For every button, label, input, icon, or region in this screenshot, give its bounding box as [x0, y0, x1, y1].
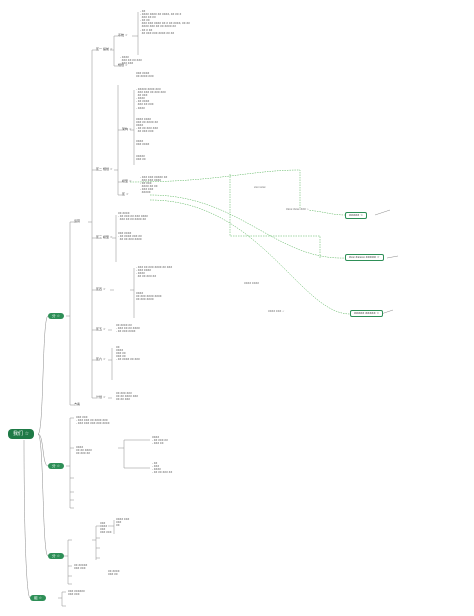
note-text: XX XXXXX XXX XXX	[74, 564, 88, 571]
topic-node[interactable]: 区四 ☆	[96, 287, 106, 291]
floating-topic-2[interactable]: Xxx Xxxxx XXXXX ☆	[345, 254, 384, 261]
relationship-links	[129, 169, 351, 315]
note-text: XX XXXX XXX XX XXX XX - XX XXXX XX XXX	[116, 346, 140, 362]
note-text: - XXX XXX XXXXX XX XXX XXX XXXX - XX XXX…	[140, 176, 168, 195]
note-text: XX XXXX XX - XXX XX XX XXXX - XX XXX XXX…	[116, 324, 140, 334]
note-text: XXXXX XXX XX	[136, 155, 146, 162]
note-text: XX XXXX - XX XXX XX XXX XXXX XXX XX XX X…	[118, 212, 148, 222]
note-text: - XXXXX XXXX XXX XXX XXX XX XXX XXX XX X…	[136, 88, 166, 110]
topic-node[interactable]: 系统 ☆	[118, 33, 128, 37]
note-text: - XXXX XXX XX XX XXX XXX XXX	[120, 56, 142, 66]
topic-node[interactable]: 区五 ☆	[96, 327, 106, 331]
note-text: XXXX - XX XXX XX - XXX XX	[152, 436, 168, 446]
floating-topic-1[interactable]: XXXXX ☆	[345, 212, 367, 219]
note-text: XXX XXXX XX XXXX XXX	[136, 72, 154, 79]
note-text: XXX XXXX XXX XXX XXX	[100, 522, 112, 535]
float-arrows	[374, 209, 399, 315]
note-text: XXX XXXXXX XXX XXX	[68, 590, 85, 597]
note-text: - XXX XX XXX XXXX XX XXX - XXX XXXX - XX…	[136, 266, 173, 279]
link-label: xxx xxxx	[254, 186, 266, 189]
branch-node-3[interactable]: 分 ☆	[48, 553, 64, 559]
topic-node[interactable]: 区一 提前 ☆	[96, 47, 113, 51]
link-label: XXXX XXX ☆	[268, 310, 285, 313]
note-text: XXX XXX - XXX XXX XX XXXX XXX - XXX XXX …	[76, 416, 110, 426]
root-node[interactable]: 我们 ☆	[8, 429, 35, 439]
topic-node[interactable]: 方案	[74, 402, 81, 406]
note-text: XX XXXX XXX XX	[108, 570, 120, 577]
topic-node[interactable]: 模型 ☆	[122, 179, 132, 183]
link-label: Xxxx Xxxx XXX ☆	[286, 208, 309, 211]
note-text: - XX - XXXX XXXX XX XXXX, XX XX X XXX XX…	[140, 10, 190, 35]
topic-node[interactable]: 区三 模型 ☆	[96, 235, 113, 239]
note-text: XXXX XXX XXX XX	[116, 518, 130, 528]
note-text: XXXX XXX XXXX	[136, 140, 150, 147]
connector-lines	[23, 12, 150, 607]
topic-node[interactable]: 区六 ☆	[96, 357, 106, 361]
floating-topic-3[interactable]: XXXXX XXXXX ☆	[350, 310, 384, 317]
branch-node-1[interactable]: 分 ☆	[48, 313, 64, 319]
topic-node[interactable]: 区二 规划 ☆	[96, 167, 113, 171]
topic-node[interactable]: 运营	[74, 219, 81, 223]
note-text: - XX - XXX - XXXX - XX XX XXX XX	[152, 462, 173, 475]
topic-node[interactable]: 规划 ☆	[118, 63, 128, 67]
branch-node-2[interactable]: 分 ☆	[48, 463, 64, 469]
note-text: XXXX XX XXX XXXX XXXX XX XXX XXXX	[136, 292, 162, 302]
branch-node-4[interactable]: 组 ☆	[30, 595, 46, 601]
note-text: XX XXX XXX XX XX XXXX XXX XX XX XXX	[116, 392, 139, 402]
note-text: XXXX XX XX XXXX XX XXX XX	[76, 446, 92, 456]
topic-node[interactable]: 区 ☆	[122, 192, 129, 196]
link-label: XXXX XXXX	[244, 282, 260, 285]
note-text: XXX XXXX - XX XXXX XXX XX XX XX XXX XXXX	[118, 232, 142, 242]
note-text: XXXX XXXX XXX XX XXXX XX XXXX - XX XX XX…	[136, 118, 159, 134]
topic-node[interactable]: 计划 ☆	[96, 395, 106, 399]
topic-node[interactable]: 架构 ☆	[122, 127, 132, 131]
